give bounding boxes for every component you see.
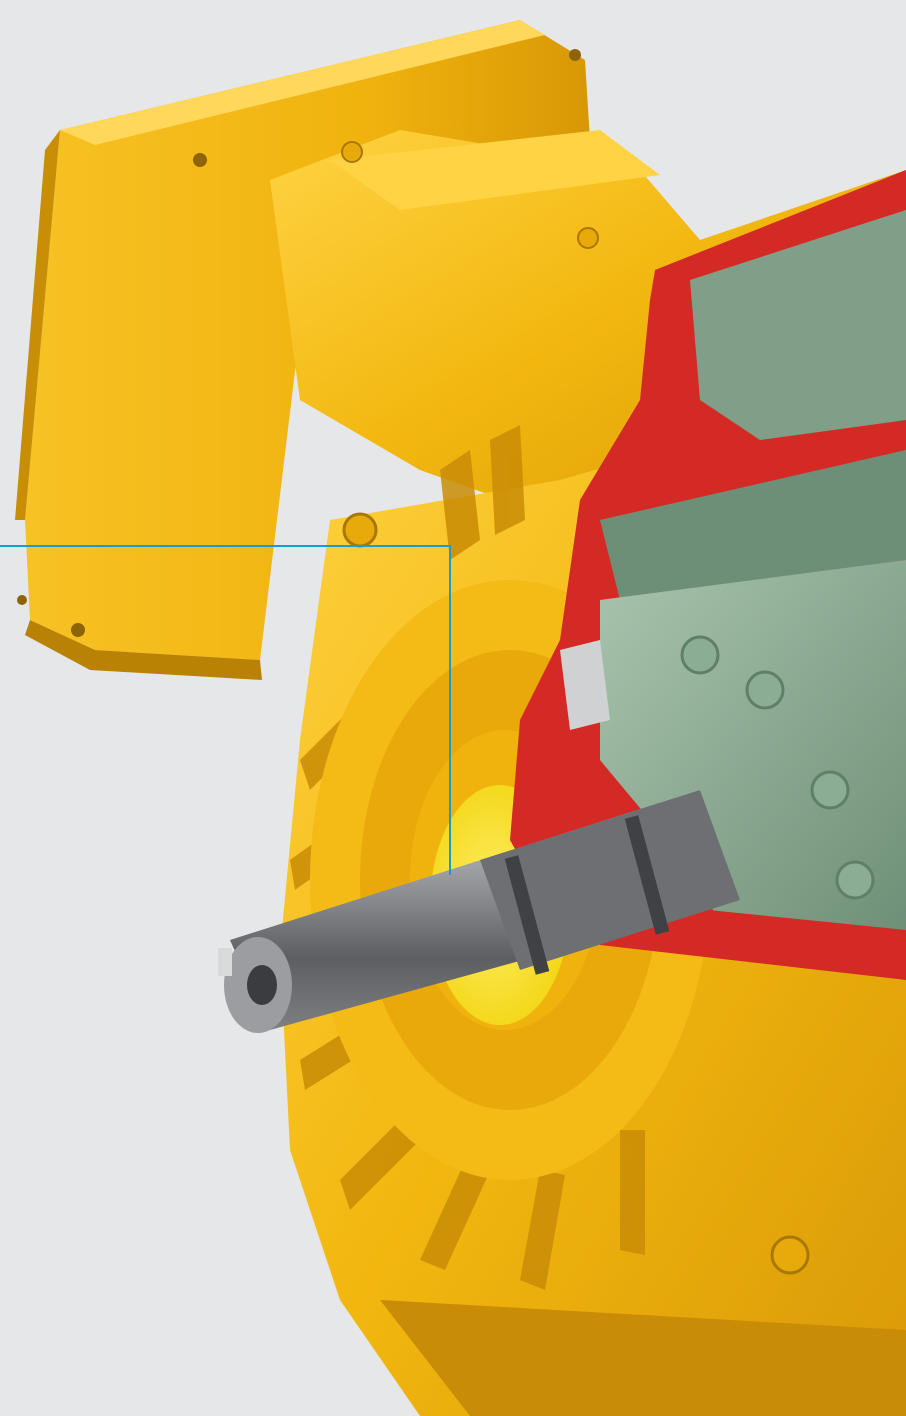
bolt-icon (680, 635, 720, 675)
bolt-icon (71, 623, 85, 637)
bolt-icon (835, 860, 875, 900)
shaft-key (218, 948, 232, 976)
bolt-icon (341, 141, 363, 163)
bolt-icon (577, 227, 599, 249)
bolt-icon (17, 595, 27, 605)
shaft (218, 790, 740, 1033)
bolt-icon (810, 770, 850, 810)
bolt-icon (770, 1235, 810, 1275)
bolt-icon (342, 512, 378, 548)
bolt-icon (569, 49, 581, 61)
bolt-icon (193, 153, 207, 167)
callout-line (0, 545, 451, 875)
bolt-icon (745, 670, 785, 710)
